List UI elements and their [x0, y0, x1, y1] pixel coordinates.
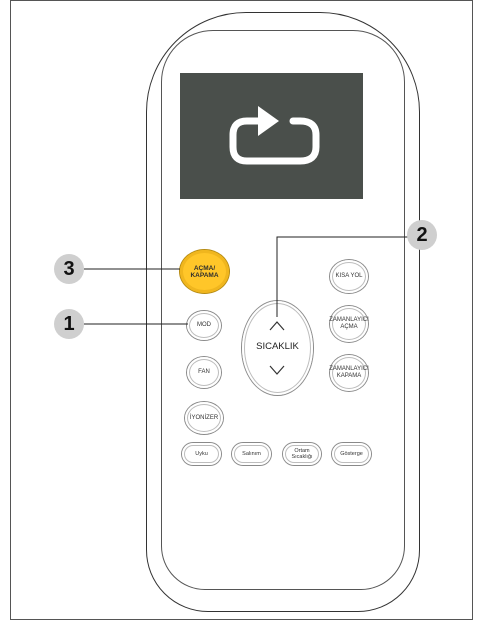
display-button[interactable]: Gösterge [332, 443, 371, 465]
callout-2-number: 2 [416, 223, 428, 246]
repeat-arrowhead [258, 106, 279, 136]
fan-label: FAN [198, 369, 210, 375]
power-label-1: AÇMA/ [193, 264, 216, 272]
callout-3-number: 3 [63, 257, 75, 280]
remote-control-panel [161, 30, 405, 590]
sleep-label: Uyku [195, 450, 208, 457]
temperature-label: SICAKLIK [256, 341, 299, 352]
mode-label: MOD [197, 322, 211, 328]
ambient-temp-button[interactable]: Ortam Sıcaklığı [283, 443, 321, 465]
timer-on-label-2: AÇMA [340, 324, 358, 330]
timer-off-label-2: KAPAMA [336, 373, 362, 379]
figure-frame [10, 0, 473, 620]
callout-1: 1 [54, 309, 84, 339]
ambient-label-1: Ortam [294, 447, 310, 454]
shortcut-button[interactable]: KISA YOL [330, 260, 368, 293]
swing-label: Salınım [242, 450, 261, 457]
ionizer-label: İYONİZER [189, 414, 219, 421]
power-button[interactable]: AÇMA/ KAPAMA [180, 250, 229, 293]
timer-on-button[interactable]: ZAMANLAYICI AÇMA [329, 306, 369, 342]
power-label-2: KAPAMA [190, 271, 219, 279]
callout-2: 2 [407, 220, 437, 250]
remote-display [180, 73, 363, 199]
ionizer-button[interactable]: İYONİZER [185, 402, 223, 434]
callout-3: 3 [54, 254, 84, 284]
repeat-arrow-icon [229, 117, 320, 165]
fan-button[interactable]: FAN [187, 357, 221, 388]
temperature-up-icon[interactable] [269, 321, 285, 331]
sleep-button[interactable]: Uyku [182, 443, 221, 465]
timer-on-label-1: ZAMANLAYICI [329, 317, 369, 323]
mode-button[interactable]: MOD [187, 311, 221, 340]
shortcut-label: KISA YOL [335, 273, 363, 279]
temperature-down-icon[interactable] [269, 365, 285, 375]
callout-2-leader [276, 236, 408, 317]
swing-button[interactable]: Salınım [232, 443, 271, 465]
callout-1-number: 1 [63, 312, 75, 335]
timer-off-label-1: ZAMANLAYICI [329, 366, 369, 372]
ambient-label-2: Sıcaklığı [291, 454, 313, 460]
display-label: Gösterge [340, 450, 363, 457]
timer-off-button[interactable]: ZAMANLAYICI KAPAMA [329, 355, 369, 391]
